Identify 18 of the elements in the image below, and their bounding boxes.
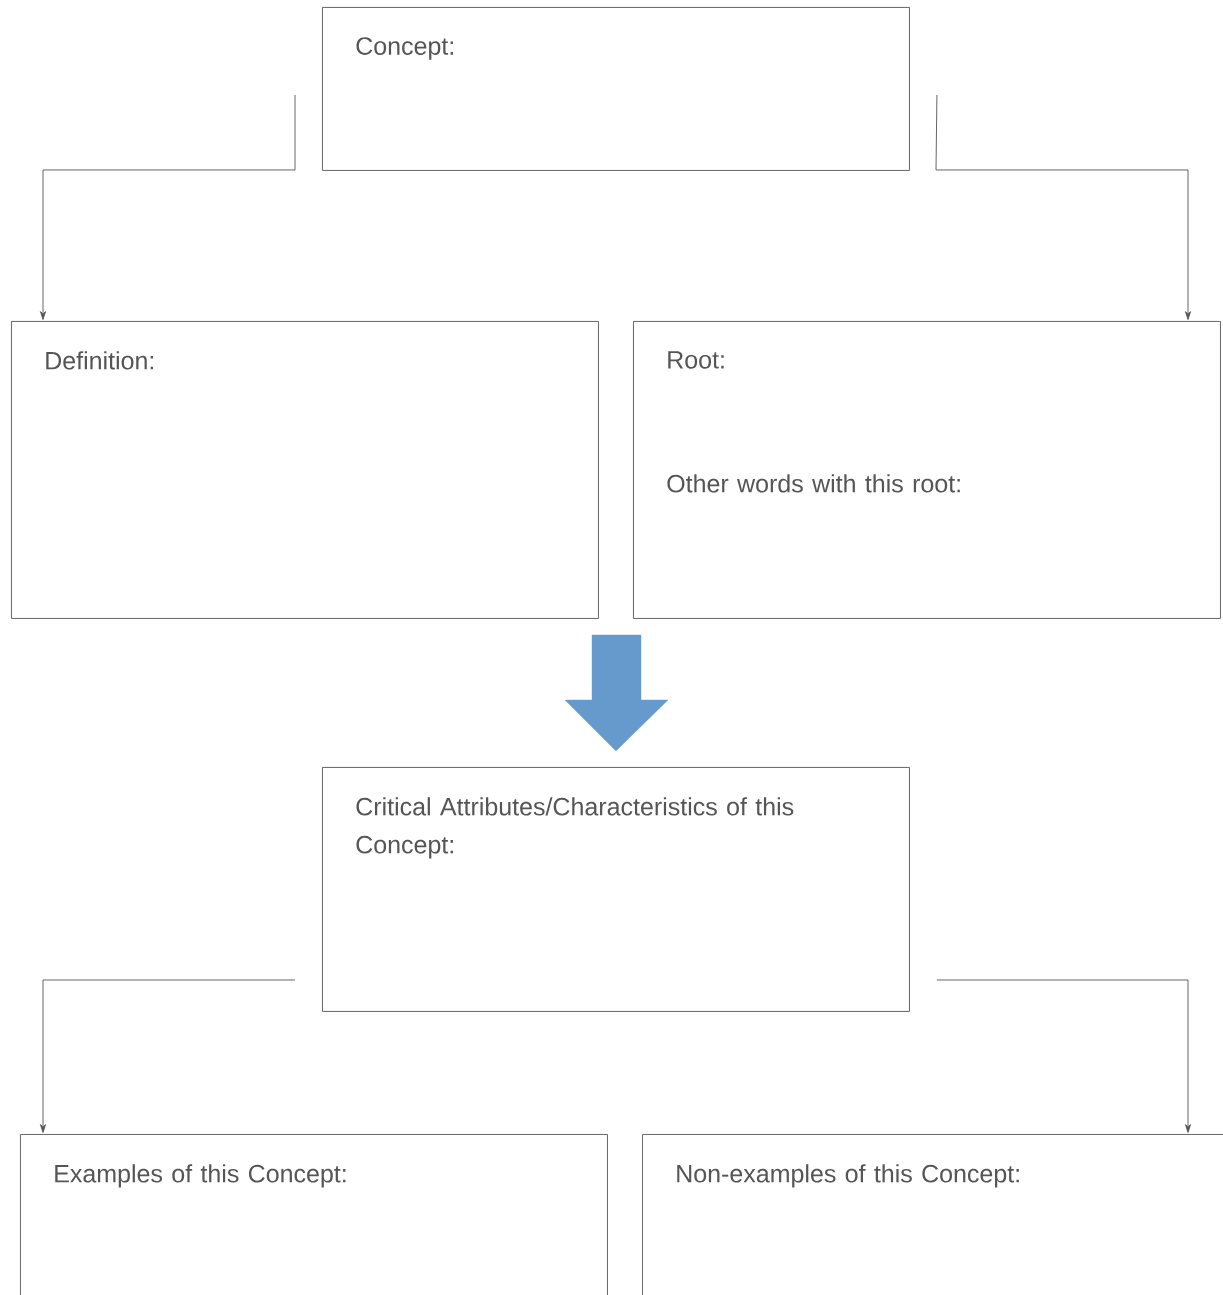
arrow bbox=[40, 979, 296, 1133]
text-box bbox=[642, 1134, 1223, 1295]
arrow bbox=[936, 979, 1191, 1133]
box-label: Concept: bbox=[356, 37, 453, 60]
box-label: Definition: bbox=[46, 351, 154, 370]
text-box bbox=[20, 1134, 608, 1295]
box-label: Critical Attributes/Characteristics of this Concept: bbox=[356, 797, 794, 859]
arrow bbox=[40, 94, 296, 320]
box-label: Root: bbox=[668, 351, 724, 369]
box-label: Examples of this Concept: bbox=[55, 1164, 346, 1188]
text-box bbox=[11, 321, 599, 619]
arrow bbox=[935, 94, 1191, 320]
block-arrow bbox=[564, 634, 669, 752]
text-box bbox=[633, 321, 1221, 619]
text-box bbox=[322, 767, 910, 1012]
text-box bbox=[322, 6, 910, 171]
box-label: Non-examples of this Concept: bbox=[677, 1164, 1019, 1188]
box-label: Other words with this root: bbox=[667, 474, 960, 493]
